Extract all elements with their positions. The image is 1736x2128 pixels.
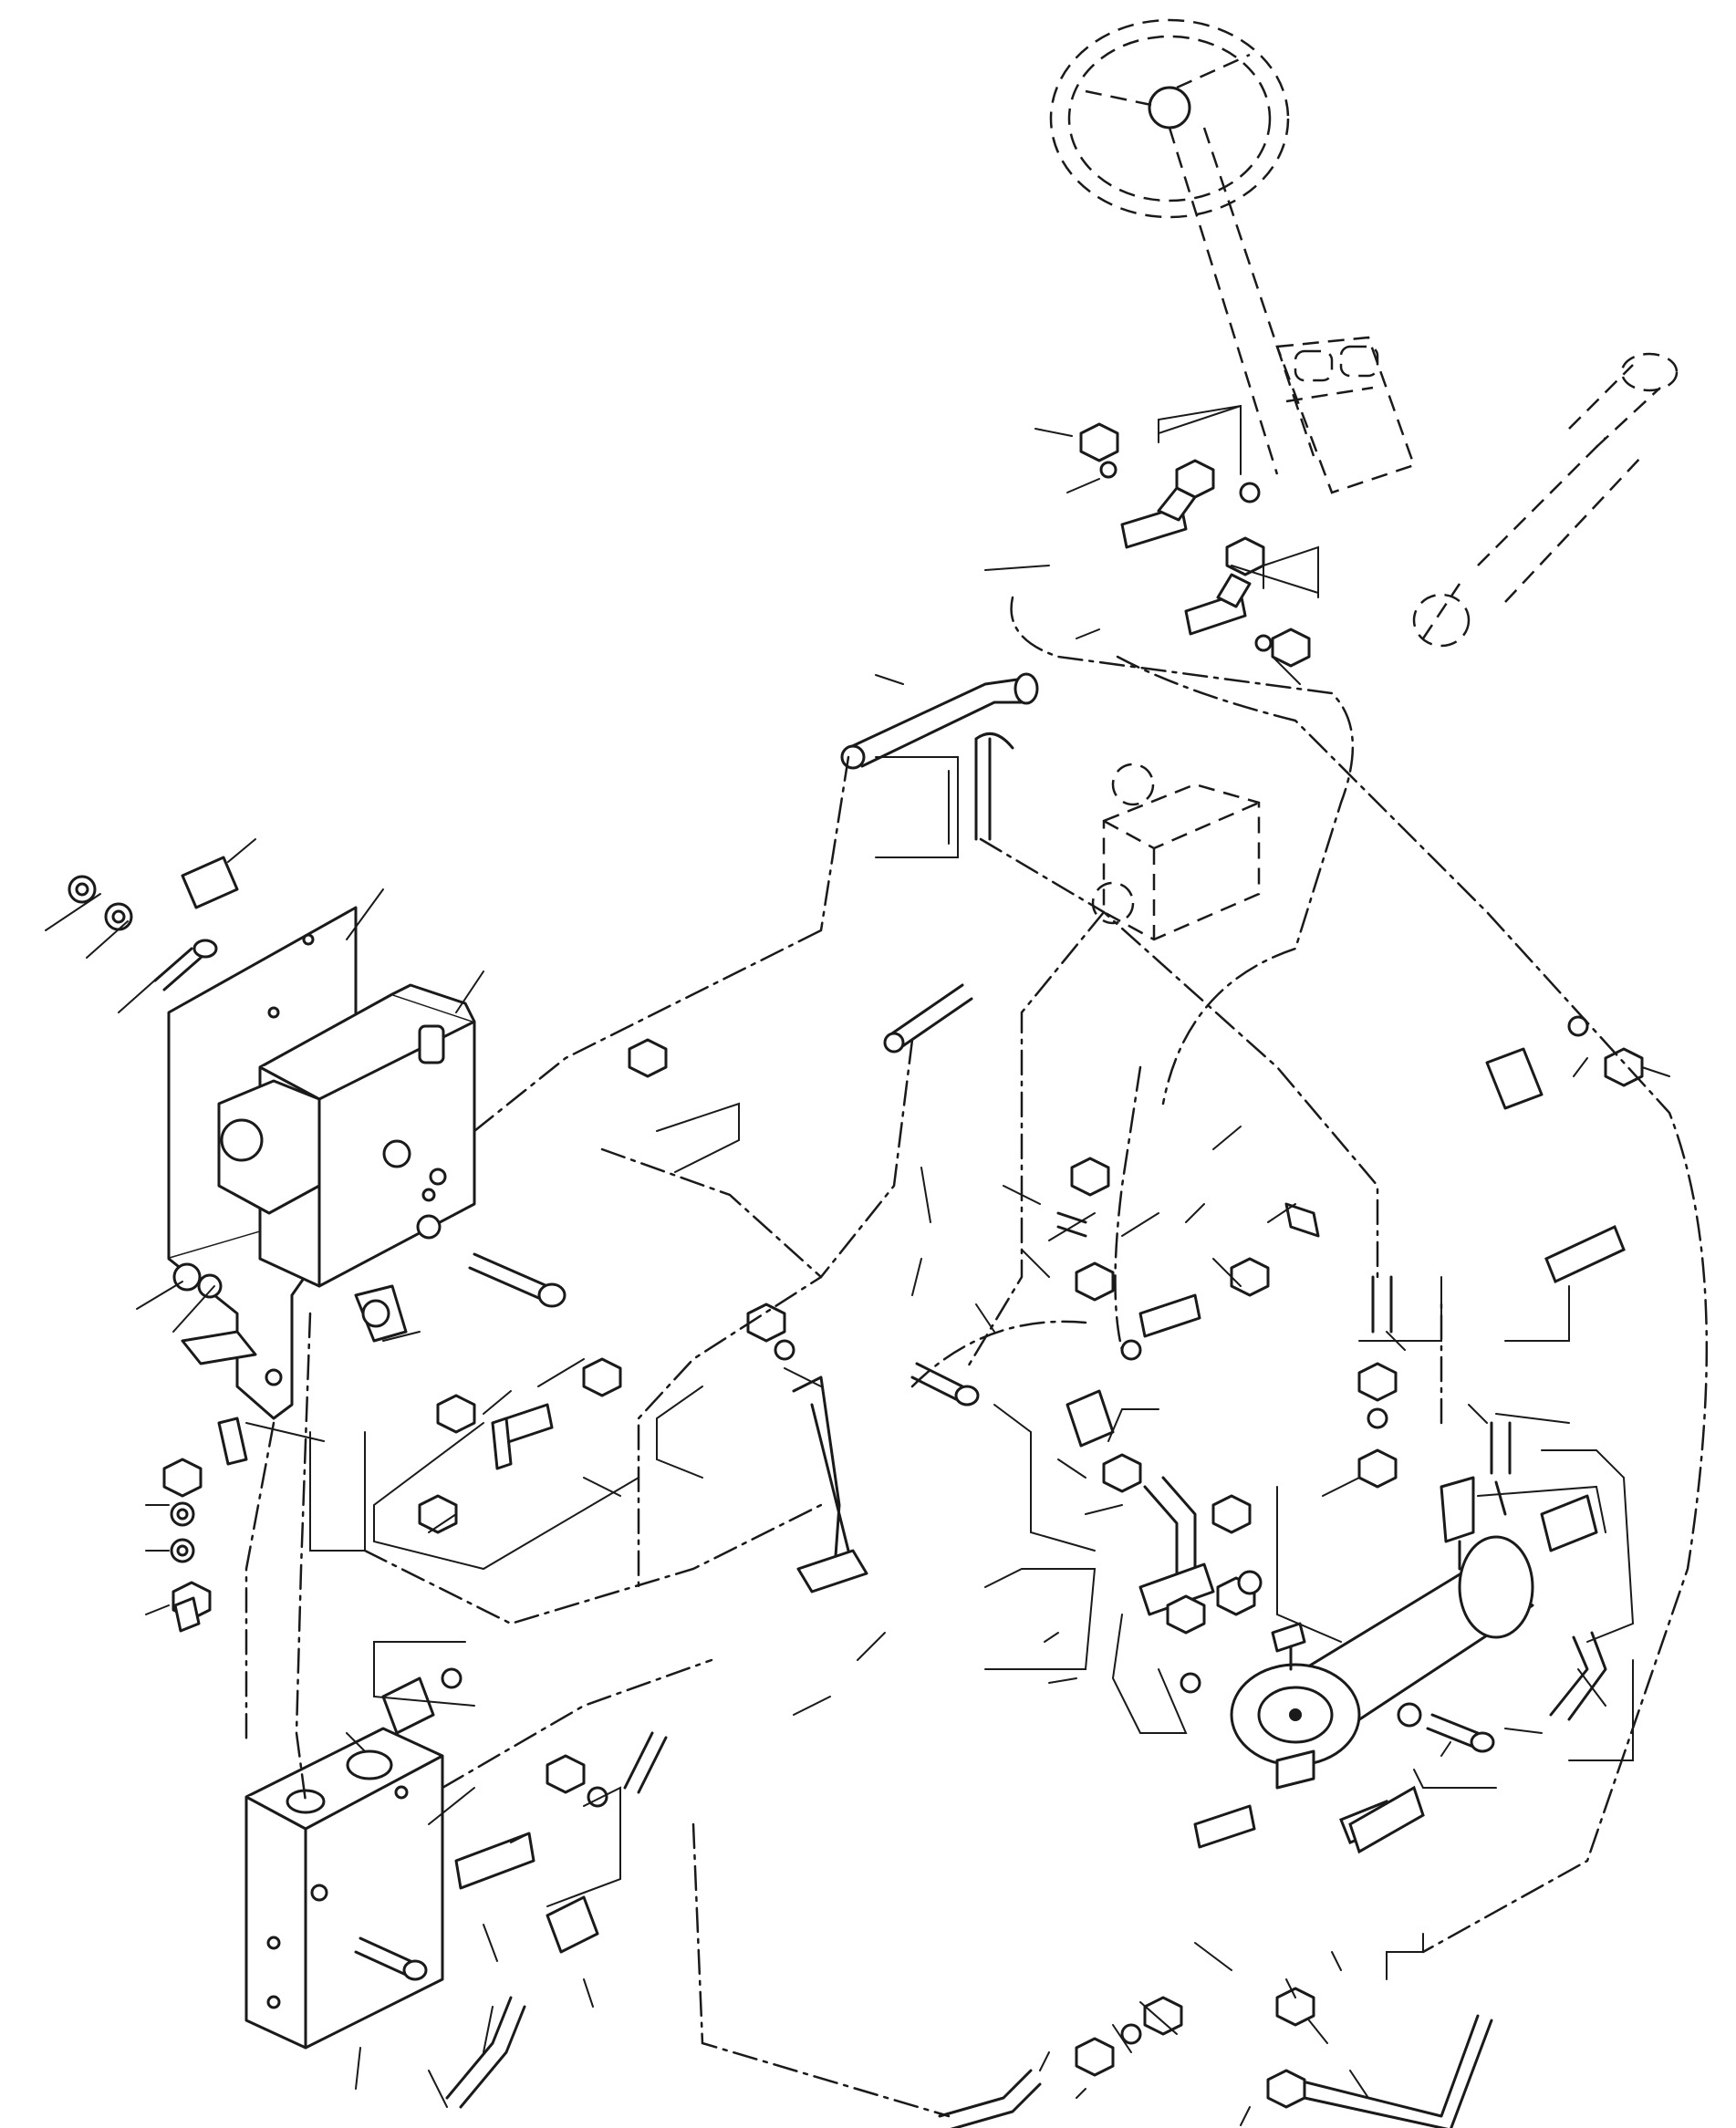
steering-cylinder: [1412, 352, 1679, 648]
bolts: [153, 856, 1495, 1981]
hydraulic-lines: [244, 596, 1709, 2118]
priority-valve: [1091, 763, 1261, 941]
callout-leaders: [45, 404, 1670, 2126]
tee-fittings: [454, 486, 1256, 1890]
steering-wheel: [1049, 18, 1315, 475]
distribution-block: [244, 1727, 444, 2050]
elbow-fittings: [354, 1047, 1598, 1954]
main-control-valve: [217, 983, 476, 1288]
oil-cooler: [1230, 1476, 1534, 1790]
steering-valve: [1275, 336, 1416, 494]
hoses: [445, 672, 1626, 2128]
